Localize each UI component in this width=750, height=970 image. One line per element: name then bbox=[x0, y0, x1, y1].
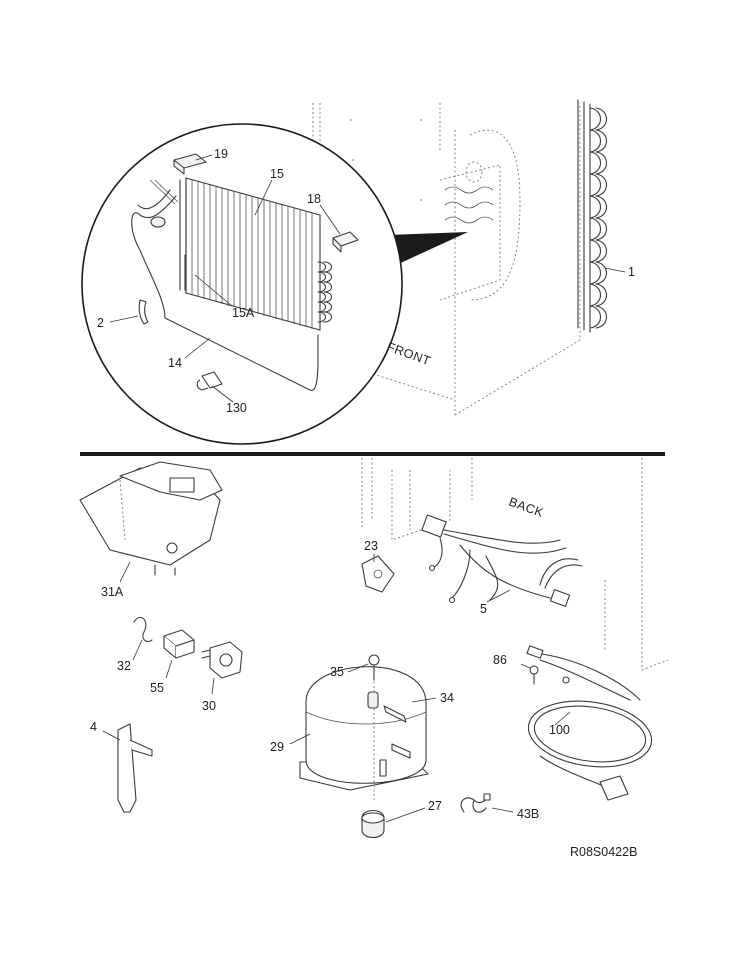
part-100-power-cord bbox=[526, 645, 653, 801]
label-15: 15 bbox=[270, 167, 284, 181]
part-5-wire-harness bbox=[421, 514, 583, 607]
part-86-screw bbox=[529, 665, 539, 685]
part-31a-housing bbox=[79, 461, 223, 576]
part-1-condenser-coil bbox=[577, 99, 608, 333]
label-27: 27 bbox=[428, 799, 442, 813]
label-5: 5 bbox=[480, 602, 487, 616]
label-100: 100 bbox=[549, 723, 570, 737]
part-130-fastener bbox=[196, 371, 223, 391]
label-130: 130 bbox=[226, 401, 247, 415]
label-23: 23 bbox=[364, 539, 378, 553]
cabinet-outline-lower bbox=[361, 458, 669, 671]
part-30-overload bbox=[201, 641, 243, 679]
part-32-clip bbox=[133, 617, 153, 643]
part-27-grommet bbox=[361, 809, 385, 839]
part-29-compressor bbox=[299, 654, 429, 800]
part-23-timer bbox=[361, 555, 395, 593]
label-19: 19 bbox=[214, 147, 228, 161]
evaporator-assembly bbox=[179, 177, 333, 331]
leader-lines-upper bbox=[109, 154, 626, 403]
label-front: FRONT bbox=[385, 340, 433, 369]
label-34: 34 bbox=[440, 691, 454, 705]
label-2: 2 bbox=[97, 316, 104, 330]
part-18-pad bbox=[332, 231, 359, 253]
label-31a: 31A bbox=[101, 585, 124, 599]
label-32: 32 bbox=[117, 659, 131, 673]
label-1: 1 bbox=[628, 265, 635, 279]
label-14: 14 bbox=[168, 356, 182, 370]
label-35: 35 bbox=[330, 665, 344, 679]
heater-wires bbox=[131, 195, 319, 391]
label-55: 55 bbox=[150, 681, 164, 695]
leader-lines-lower bbox=[102, 554, 571, 823]
label-29: 29 bbox=[270, 740, 284, 754]
drawing-number: R08S0422B bbox=[570, 845, 637, 859]
label-86: 86 bbox=[493, 653, 507, 667]
part-55-relay bbox=[163, 629, 195, 659]
part-2-clip bbox=[138, 299, 149, 325]
label-18: 18 bbox=[307, 192, 321, 206]
section-divider bbox=[80, 452, 665, 456]
label-43b: 43B bbox=[517, 807, 539, 821]
label-15a: 15A bbox=[232, 306, 255, 320]
label-back: BACK bbox=[507, 495, 546, 521]
part-4-tube bbox=[117, 723, 153, 813]
label-4: 4 bbox=[90, 720, 97, 734]
label-30: 30 bbox=[202, 699, 216, 713]
